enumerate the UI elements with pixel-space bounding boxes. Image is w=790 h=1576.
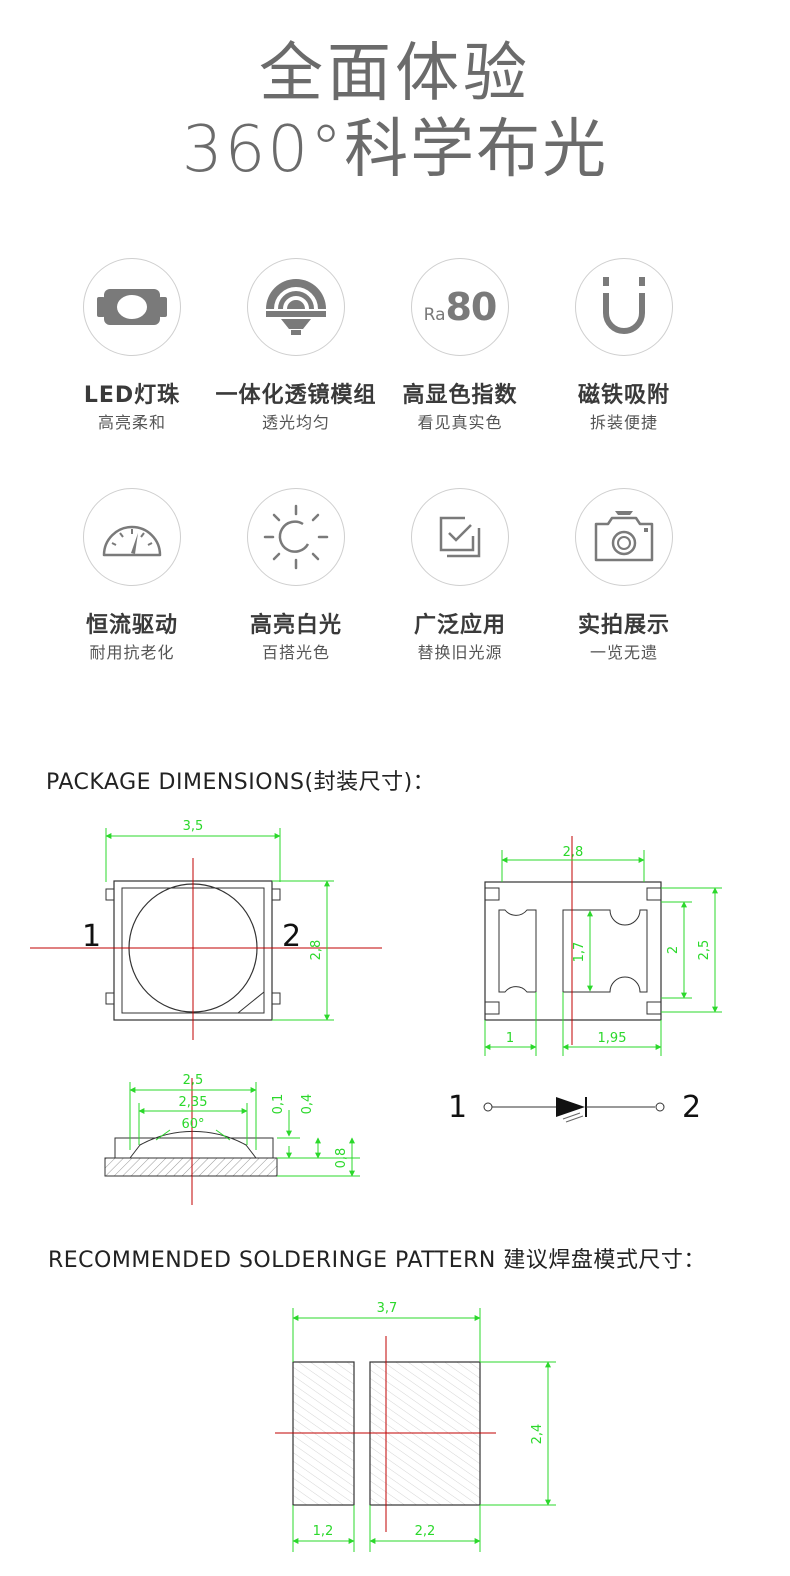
feature-icon-circle	[83, 258, 181, 356]
feature-title: LED灯珠	[83, 383, 181, 408]
feature-icon-circle	[575, 488, 673, 586]
diode-symbol: 1 2	[448, 1090, 701, 1125]
ra-value: 80	[445, 285, 497, 329]
side-t3-label: 0,8	[334, 1148, 349, 1169]
soldering-pattern-title: RECOMMENDED SOLDERINGE PATTERN 建议焊盘模式尺寸：	[48, 1248, 706, 1273]
feature-title: 高亮白光	[249, 613, 342, 638]
diode-pin2-label: 2	[682, 1090, 701, 1125]
feature-subtitle: 百搭光色	[261, 643, 330, 662]
side-inner-label: 2,35	[179, 1095, 208, 1110]
feature-subtitle: 耐用抗老化	[89, 643, 175, 662]
feature-icon-circle	[247, 258, 345, 356]
bottom-right-pad-label: 1,95	[598, 1031, 627, 1046]
soldering-pattern-drawing: 3,7 2,4 1,2 2,2	[275, 1301, 556, 1552]
solder-left-pad-label: 1,2	[313, 1524, 334, 1539]
feature-subtitle: 看见真实色	[417, 413, 503, 432]
feature-white-light: 高亮白光 百搭光色	[206, 488, 386, 664]
side-view: 2,5 2,35 60° 0,1 0,4 0,8	[104, 1073, 360, 1205]
feature-subtitle: 透光均匀	[261, 413, 330, 432]
feature-title: 恒流驱动	[85, 613, 178, 638]
feature-icon-circle	[575, 258, 673, 356]
led-chip-icon	[97, 289, 167, 325]
bottom-inner-height-label: 1,7	[572, 942, 587, 963]
bottom-pad-height-label: 2	[666, 946, 681, 954]
top-width-label: 3,5	[183, 819, 204, 834]
feature-lens-module: 一体化透镜模组 透光均匀	[206, 258, 386, 434]
feature-magnet: 磁铁吸附 拆装便捷	[534, 258, 714, 434]
solder-right-pad-label: 2,2	[415, 1524, 436, 1539]
feature-real-photo: 实拍展示 一览无遗	[534, 488, 714, 664]
feature-title: 实拍展示	[577, 613, 670, 638]
solder-height-label: 2,4	[530, 1424, 545, 1445]
bottom-left-pad-label: 1	[506, 1031, 514, 1046]
feature-subtitle: 高亮柔和	[97, 413, 166, 432]
lens-dome-icon	[266, 279, 326, 335]
bottom-view: 2,8 1,7 2 2,5 1 1,95	[484, 836, 722, 1056]
package-dimensions-title: PACKAGE DIMENSIONS(封装尺寸)：	[46, 770, 436, 795]
feature-title: 高显色指数	[402, 383, 518, 408]
hero-line-1: 全面体验	[259, 37, 531, 111]
feature-icon-circle	[83, 488, 181, 586]
feature-subtitle: 一览无遗	[589, 643, 658, 662]
hero-heading: 全面体验 360°科学布光	[0, 36, 790, 188]
ra80-icon: Ra80	[423, 285, 498, 329]
top-pin2-label: 2	[282, 919, 301, 954]
feature-wide-application: 广泛应用 替换旧光源	[370, 488, 550, 664]
feature-title: 一体化透镜模组	[215, 383, 377, 408]
side-t2-label: 0,4	[300, 1094, 315, 1115]
feature-subtitle: 拆装便捷	[589, 413, 658, 432]
side-outer-label: 2,5	[183, 1073, 204, 1088]
side-t1-label: 0,1	[271, 1094, 286, 1115]
feature-title: 广泛应用	[413, 613, 506, 638]
feature-subtitle: 替换旧光源	[417, 643, 503, 662]
feature-icon-circle	[247, 488, 345, 586]
feature-high-cri: Ra80 高显色指数 看见真实色	[370, 258, 550, 434]
feature-icon-circle	[411, 488, 509, 586]
feature-constant-current: 恒流驱动 耐用抗老化	[42, 488, 222, 664]
feature-icon-circle: Ra80	[411, 258, 509, 356]
package-dimensions-drawing: 1 2 3,5 2,8 2,8 1,7 2 2,5	[30, 819, 722, 1205]
top-pin1-label: 1	[82, 919, 101, 954]
feature-title: 磁铁吸附	[577, 383, 670, 408]
solder-width-label: 3,7	[377, 1301, 398, 1316]
magnet-icon	[603, 277, 645, 334]
ra-prefix: Ra	[423, 305, 446, 325]
diode-pin1-label: 1	[448, 1090, 467, 1125]
feature-led-chip: LED灯珠 高亮柔和	[42, 258, 222, 434]
gauge-icon	[102, 525, 162, 557]
side-angle-label: 60°	[181, 1117, 204, 1132]
sun-icon	[263, 504, 329, 570]
bottom-height-label: 2,5	[697, 940, 712, 961]
hero-line-2: 360°科学布光	[181, 113, 609, 187]
camera-ring-icon	[594, 511, 654, 562]
top-view: 1 2 3,5 2,8	[30, 819, 382, 1040]
bottom-width-label: 2,8	[563, 845, 584, 860]
top-height-label: 2,8	[309, 940, 324, 961]
checkbox-icon	[439, 516, 481, 558]
